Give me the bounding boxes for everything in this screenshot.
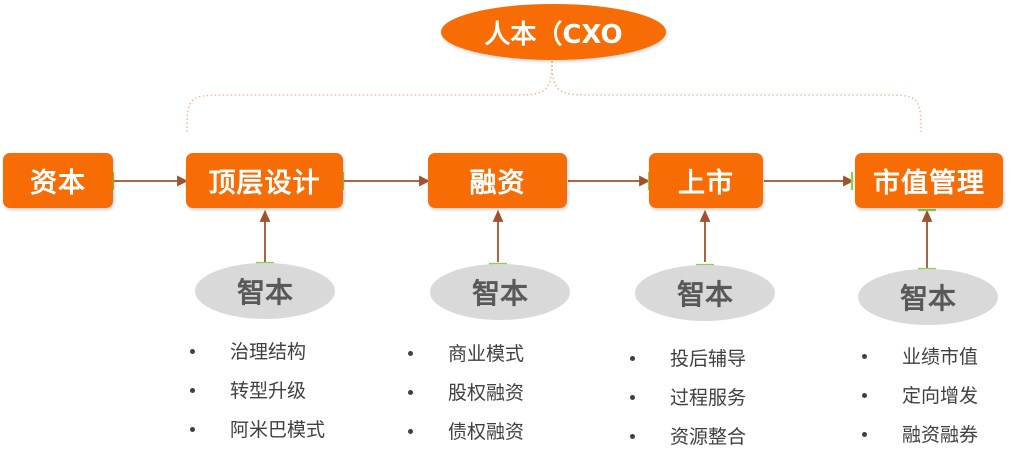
- list-item: 业绩市值: [862, 345, 978, 384]
- list-item: 债权融资: [408, 420, 524, 459]
- support-node-1: 智本: [195, 263, 335, 319]
- support-node-3: 智本: [635, 265, 775, 321]
- top-node-label: 人本（CXO: [484, 19, 623, 50]
- bullet-icon: [190, 427, 195, 432]
- stage-financing: 融资: [428, 153, 567, 208]
- bullet-icon: [408, 429, 413, 434]
- support-label: 智本: [471, 277, 528, 310]
- stage-top-design: 顶层设计: [186, 153, 343, 208]
- support-list-1: 治理结构 转型升级 阿米巴模式: [190, 340, 325, 457]
- list-item: 阿米巴模式: [190, 418, 325, 457]
- list-item: 转型升级: [190, 379, 325, 418]
- stage-capital: 资本: [3, 153, 113, 208]
- bullet-icon: [190, 388, 195, 393]
- bullet-icon: [862, 432, 867, 437]
- list-item: 定向增发: [862, 384, 978, 423]
- list-item: 治理结构: [190, 340, 325, 379]
- stage-market-cap-management: 市值管理: [855, 153, 1003, 208]
- bullet-icon: [862, 393, 867, 398]
- bullet-icon: [408, 351, 413, 356]
- support-list-2: 商业模式 股权融资 债权融资: [408, 342, 524, 459]
- support-node-4: 智本: [858, 269, 998, 325]
- support-node-2: 智本: [430, 264, 570, 320]
- list-item: 过程服务: [630, 386, 746, 425]
- stage-label: 资本: [30, 168, 86, 199]
- list-item: 股权融资: [408, 381, 524, 420]
- bullet-icon: [190, 349, 195, 354]
- support-arrows: [259, 209, 933, 268]
- list-item: 投后辅导: [630, 347, 746, 386]
- support-list-3: 投后辅导 过程服务 资源整合: [630, 347, 746, 464]
- bullet-icon: [408, 390, 413, 395]
- dotted-bracket: [186, 59, 922, 133]
- top-node-human-capital: 人本（CXO: [441, 4, 666, 60]
- stage-label: 融资: [469, 168, 526, 199]
- stage-label: 市值管理: [873, 168, 985, 199]
- stage-label: 上市: [678, 168, 734, 199]
- support-list-4: 业绩市值 定向增发 融资融券: [862, 345, 978, 462]
- support-label: 智本: [676, 278, 733, 311]
- support-label: 智本: [236, 276, 293, 309]
- list-item: 资源整合: [630, 425, 746, 464]
- bullet-icon: [862, 354, 867, 359]
- bullet-icon: [630, 395, 635, 400]
- flow-arrows: [114, 175, 855, 187]
- bullet-icon: [630, 434, 635, 439]
- list-item: 融资融券: [862, 423, 978, 462]
- stage-listing: 上市: [649, 153, 763, 208]
- bullet-icon: [630, 356, 635, 361]
- stage-label: 顶层设计: [208, 168, 321, 199]
- support-label: 智本: [899, 282, 956, 315]
- list-item: 商业模式: [408, 342, 524, 381]
